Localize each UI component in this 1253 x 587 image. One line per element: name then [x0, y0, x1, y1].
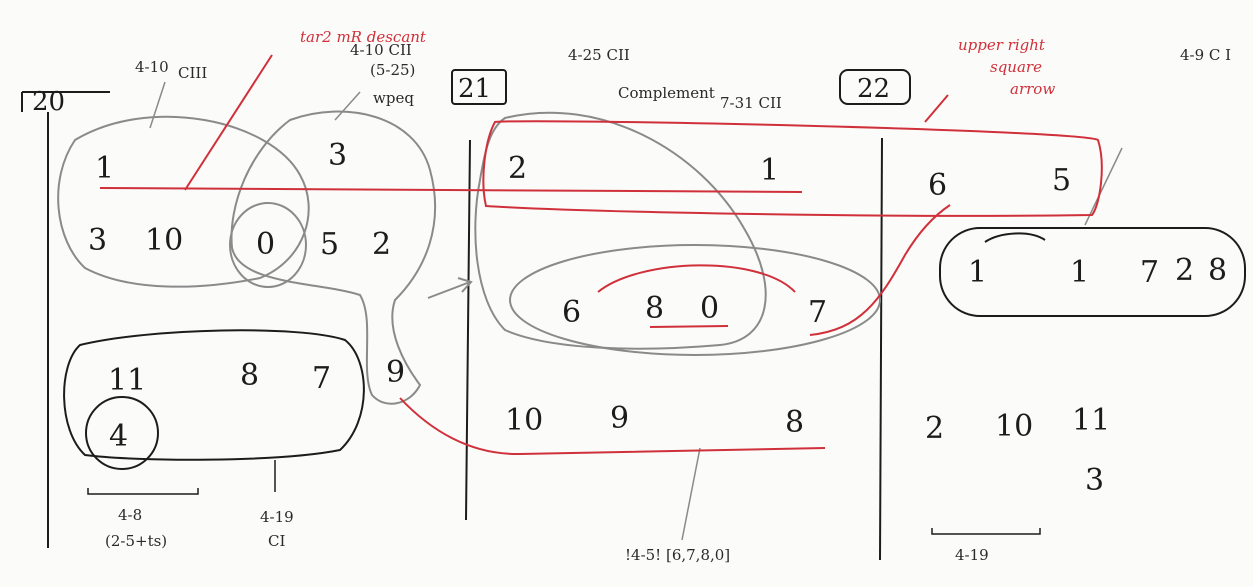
measure-label-20: 20: [21, 87, 110, 117]
annotation-4-5-set: !4-5! [6,7,8,0]: [625, 546, 730, 564]
annotation-wpeq: wpeq: [373, 89, 414, 107]
note: 6: [562, 295, 581, 330]
red-line-pointer: [184, 54, 273, 191]
note: 0: [700, 291, 719, 326]
note: 2: [925, 411, 944, 446]
note: 10: [145, 223, 183, 258]
red-annotations: tar2 mR descant upper right square arrow: [99, 28, 1103, 456]
red-note-square: square: [990, 58, 1042, 76]
annotation-4-10: 4-10: [135, 58, 169, 76]
barline-22: [879, 137, 883, 561]
note: 3: [1085, 463, 1104, 498]
note: 2: [1175, 253, 1194, 288]
note: 8: [785, 405, 804, 440]
note: 5: [320, 227, 339, 262]
note: 8: [1208, 253, 1227, 288]
red-note-upper-right: upper right: [958, 36, 1046, 54]
measure-number: 21: [458, 74, 491, 104]
red-note-arrow: arrow: [1010, 80, 1055, 98]
annotation-4-9-CI: 4-9 C I: [1180, 46, 1231, 64]
note: 2: [372, 227, 391, 262]
brace-label-4-8: 4-8: [118, 506, 142, 524]
set-loop-4-25-CII: [474, 111, 767, 350]
set-loop-4-9-CI: [939, 227, 1246, 317]
red-connector-7-to-6: [809, 204, 951, 336]
note: 11: [108, 363, 146, 398]
red-note-descant: tar2 mR descant: [300, 28, 427, 46]
note: 4: [109, 419, 128, 454]
note: 1: [1070, 255, 1089, 290]
measure-label-22: 22: [839, 69, 911, 105]
label-CI: CI: [268, 532, 285, 550]
measure-21: 2 1 6 8 0 7 10 9 8 4-25 CII Complement 7…: [474, 46, 881, 564]
annotation-7-31-CII: 7-31 CII: [720, 94, 782, 112]
red-line-top: [99, 187, 803, 193]
note: 10: [505, 403, 543, 438]
label-4-19: 4-19: [260, 508, 294, 526]
annotation-4-25-CII: 4-25 CII: [568, 46, 630, 64]
note: 9: [610, 401, 629, 436]
note: 8: [240, 358, 259, 393]
annotation-complement: Complement: [618, 84, 715, 102]
set-loop-4-5: [509, 244, 881, 356]
annotation-CIII: CIII: [178, 64, 207, 82]
set-loop-4-10-CII: [230, 110, 437, 405]
note: 1: [95, 151, 114, 186]
brace-sub: (2-5+ts): [105, 532, 167, 550]
measure-number: 22: [857, 74, 890, 104]
circled-note-4: [85, 396, 159, 470]
measure-label-21: 21: [451, 69, 507, 105]
arrow-to-21: [427, 277, 473, 299]
red-box-upper-right: [482, 120, 1103, 217]
red-line-bottom: [399, 397, 826, 456]
note: 11: [1072, 403, 1110, 438]
brace-4-19-m22: [931, 528, 1041, 535]
note: 5: [1052, 163, 1071, 198]
set-loop-4-19-CI: [63, 329, 365, 461]
note: 2: [508, 151, 527, 186]
set-loop-4-10-CIII: [57, 115, 310, 288]
note: 3: [328, 138, 347, 173]
note: 0: [256, 227, 275, 262]
note: 10: [995, 409, 1033, 444]
annotation-4-10-CII: 4-10 CII: [350, 41, 412, 59]
note: 1: [760, 153, 779, 188]
note: 8: [645, 291, 664, 326]
note: 6: [928, 168, 947, 203]
measure-20: 1 3 3 10 0 5 2 11 8 7 9 4 4-10 CIII 4-10…: [57, 41, 473, 550]
brace-4-8: [87, 488, 199, 495]
note: 7: [808, 295, 827, 330]
note: 7: [312, 361, 331, 396]
annotation-5-25: (5-25): [370, 61, 415, 79]
note: 3: [88, 223, 107, 258]
brace-label-4-19-m22: 4-19: [955, 546, 989, 564]
red-arc-6-8-0-7: [597, 264, 796, 293]
note: 7: [1140, 255, 1159, 290]
set-loop-0: [229, 202, 307, 288]
measure-22: 6 5 1 1 7 2 8 2 10 11 3 4-9 C I 4-19: [925, 46, 1246, 564]
note: 9: [386, 355, 405, 390]
barline-21: [465, 139, 471, 521]
note: 1: [968, 255, 987, 290]
red-underline-8-0: [649, 325, 729, 328]
measure-number: 20: [32, 87, 65, 117]
